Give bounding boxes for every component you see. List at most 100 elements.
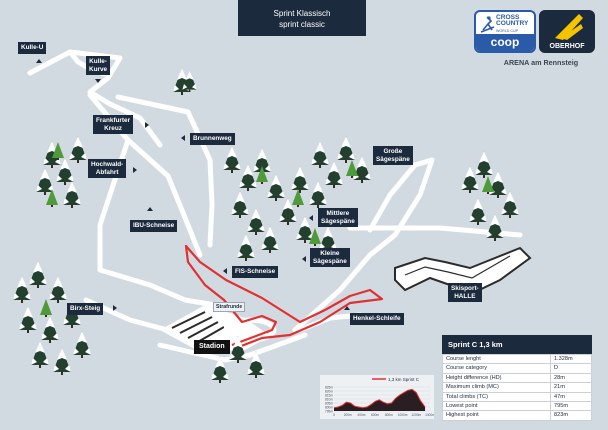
x-tick-label: 1200m	[411, 413, 421, 417]
label-kleine-line1: Kleine	[320, 250, 340, 257]
label-skisport-halle: Skisport- HALLE	[448, 283, 482, 303]
y-tick-label: 800m	[325, 405, 333, 409]
label-birx-steig: Birx-Steig	[67, 303, 104, 315]
arena-name: ARENA am Rennsteig	[503, 58, 579, 67]
label-skisport-line2: HALLE	[454, 292, 476, 300]
oberhof-logo: OBERHOF	[539, 10, 595, 53]
label-hochwald-line2: Abfahrt	[95, 168, 119, 176]
label-ibu-schneise: IBU-Schneise	[130, 220, 178, 232]
arrow-left-icon	[302, 256, 306, 262]
arrow-up-icon	[147, 207, 153, 211]
arrow-left-icon	[309, 215, 313, 221]
cross-country-world-cup-logo: CROSS COUNTRY WORLD CUP coop	[474, 10, 536, 53]
course-info-value: 795m	[550, 401, 592, 412]
course-info-label: Course category	[442, 363, 551, 374]
label-skisport-line1: Skisport-	[451, 285, 479, 292]
label-frankfurter-kreuz: Frankfurter Kreuz	[93, 115, 134, 135]
label-frankfurter-line2: Kreuz	[104, 124, 122, 132]
skier-icon	[480, 16, 495, 33]
y-tick-label: 795m	[325, 409, 333, 413]
forest-center	[223, 136, 371, 261]
course-info-row: Total climbs (TC)47m	[442, 391, 592, 403]
label-frankfurter-line1: Frankfurter	[96, 117, 131, 124]
y-tick-label: 820m	[325, 389, 333, 393]
course-info-label: Course lenght	[442, 353, 551, 365]
legend-label: 1,3 km Sprint C	[388, 377, 420, 382]
label-grosse-saegespaene: Große Sägespäne	[373, 146, 413, 166]
label-stadion: Stadion	[194, 340, 230, 354]
course-info-value: 1.328m	[550, 353, 592, 365]
course-info-value: 47m	[550, 391, 592, 403]
x-tick-label: 600m	[371, 413, 379, 417]
x-tick-label: 1400m	[425, 413, 434, 417]
course-info-value: 21m	[550, 382, 592, 393]
course-info-label: Total climbs (TC)	[442, 391, 551, 403]
label-strafrunde: Strafrunde	[213, 302, 246, 312]
label-hochwald-abfahrt: Hochwald- Abfahrt	[88, 159, 127, 179]
oberhof-emblem-icon	[555, 14, 583, 40]
trail-ibu	[125, 137, 203, 258]
elevation-chart: 1,3 km Sprint C825m820m815m810m805m800m7…	[325, 377, 435, 417]
label-mittlere-line2: Sägespäne	[321, 217, 355, 225]
x-tick-label: 400m	[357, 413, 365, 417]
course-info-value: 28m	[550, 372, 592, 384]
label-kulle-kurve: Kulle- Kurve	[86, 56, 111, 76]
course-info-value: D	[550, 363, 592, 374]
forest-west	[36, 136, 87, 208]
arrow-right-icon	[133, 167, 137, 173]
map-title: Sprint Klassisch sprint classic	[238, 0, 366, 36]
forest-north-trees	[173, 68, 197, 95]
arrow-right-icon	[145, 122, 149, 128]
arrow-left-icon	[181, 135, 185, 141]
logo-cross: CROSS	[496, 14, 520, 21]
trail-brunnenweg	[115, 94, 215, 248]
arrow-left-icon	[223, 268, 227, 274]
course-info-value: 823m	[550, 410, 592, 421]
label-hochwald-line1: Hochwald-	[91, 161, 124, 168]
sprint-route-red	[184, 244, 384, 350]
arrow-up-icon	[36, 59, 42, 63]
logo-world-cup: WORLD CUP	[496, 29, 518, 33]
label-kleine-line2: Sägespäne	[313, 257, 347, 265]
label-fis-schneise: FIS-Schneise	[232, 266, 279, 278]
trail-grosse	[292, 157, 435, 333]
y-tick-label: 805m	[325, 401, 333, 405]
course-info-title: Sprint C 1,3 km	[442, 335, 592, 354]
x-tick-label: 800m	[385, 413, 393, 417]
course-info-row: Height difference (HD)28m	[442, 372, 592, 384]
arrow-up-icon	[344, 306, 350, 310]
course-info-label: Highest point	[442, 410, 551, 421]
label-brunnenweg: Brunnenweg	[190, 133, 235, 145]
skisport-halle-building	[394, 246, 532, 294]
arrow-down-icon	[95, 79, 101, 83]
arrow-right-icon	[113, 305, 117, 311]
course-info-label: Height difference (HD)	[442, 372, 551, 384]
course-info-row: Maximum climb (MC)21m	[442, 382, 592, 393]
trail-kulle-loop	[27, 49, 163, 148]
label-kulle-u: Kulle-U	[18, 42, 47, 54]
elevation-line	[333, 388, 426, 409]
title-line-1: Sprint Klassisch	[273, 9, 331, 18]
course-info-label: Maximum climb (MC)	[442, 382, 551, 393]
label-grosse-line1: Große	[383, 148, 403, 155]
x-tick-label: 200m	[344, 413, 352, 417]
title-line-2: sprint classic	[279, 20, 325, 29]
label-henkel-schleife: Henkel-Schleife	[350, 313, 404, 325]
course-info-label: Lowest point	[442, 401, 551, 412]
x-tick-label: 0	[333, 413, 335, 417]
y-tick-label: 815m	[325, 393, 333, 397]
logo-country: COUNTRY	[496, 20, 529, 28]
label-mittlere-saegespaene: Mittlere Sägespäne	[318, 208, 358, 228]
logo-oberhof-text: OBERHOF	[549, 43, 585, 50]
label-kulle-kurve-line1: Kulle-	[89, 58, 107, 65]
label-grosse-line2: Sägespäne	[376, 155, 410, 163]
forest-southwest	[13, 261, 91, 375]
